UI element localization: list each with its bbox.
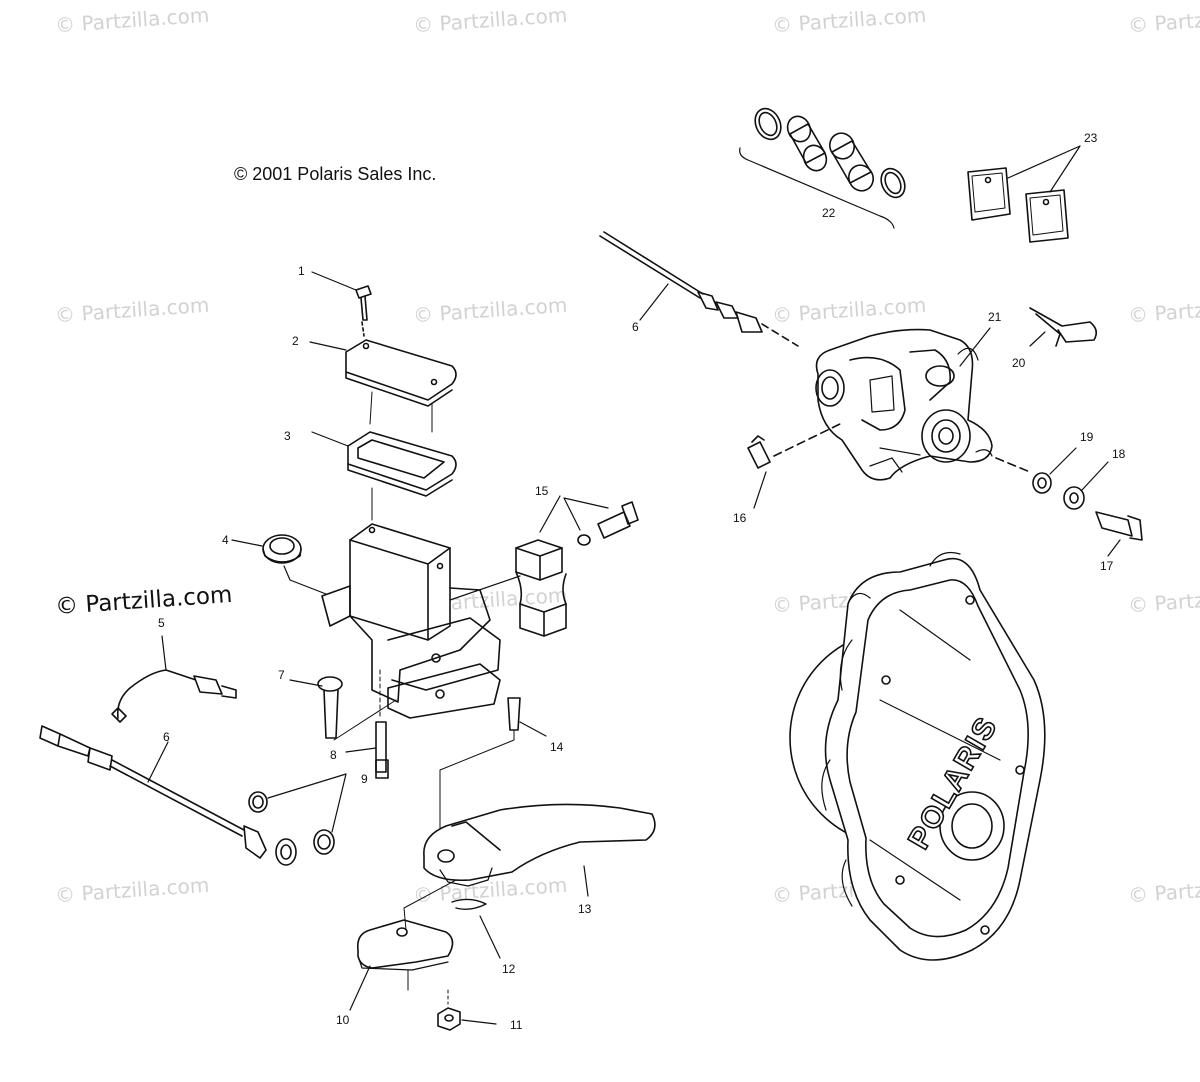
callout-18: 18	[1112, 447, 1126, 461]
copyright-text: © 2001 Polaris Sales Inc.	[234, 164, 437, 184]
callout-10: 10	[336, 1013, 350, 1027]
piston-seal-kit	[739, 107, 906, 229]
parking-lever-arm	[349, 879, 457, 1011]
lever-screw	[345, 669, 389, 779]
chaincase-cover	[789, 551, 1046, 961]
callout-15: 15	[535, 484, 549, 498]
callout-21: 21	[988, 310, 1002, 324]
brake-light-switch	[111, 635, 237, 723]
pivot-bolt	[289, 676, 397, 741]
callout-5: 5	[158, 616, 165, 630]
brake-caliper	[815, 327, 993, 481]
lock-nut	[437, 989, 497, 1031]
mounting-bracket	[515, 495, 639, 637]
callout-2: 2	[292, 334, 299, 348]
callout-20: 20	[1012, 356, 1026, 370]
brake-pads	[967, 145, 1081, 243]
master-cylinder	[321, 523, 521, 719]
callout-14: 14	[550, 740, 564, 754]
callout-17: 17	[1100, 559, 1114, 573]
washers-and-bolt	[995, 447, 1143, 557]
brake-line-upper	[599, 231, 799, 347]
callout-22: 22	[822, 206, 836, 220]
callout-8: 8	[330, 748, 337, 762]
callout-13: 13	[578, 902, 592, 916]
callout-16: 16	[733, 511, 747, 525]
callout-9: 9	[361, 772, 368, 786]
callout-23: 23	[1084, 131, 1098, 145]
callout-12: 12	[502, 962, 516, 976]
reservoir-cover-screw	[311, 271, 372, 337]
crush-washers	[248, 773, 347, 855]
brake-line-lower	[39, 725, 297, 866]
bleeder-screw	[747, 423, 841, 509]
callout-1: 1	[298, 264, 305, 278]
reservoir-gasket	[311, 431, 457, 521]
lever-pin	[439, 697, 547, 851]
callout-3: 3	[284, 429, 291, 443]
callout-11: 11	[510, 1018, 523, 1032]
callout-6-upper: 6	[632, 320, 639, 334]
return-spring	[451, 898, 501, 959]
retaining-clip	[1029, 307, 1098, 347]
callout-4: 4	[222, 533, 229, 547]
dust-boot	[231, 534, 327, 595]
callout-7: 7	[278, 668, 285, 682]
brake-lever	[423, 803, 656, 897]
callout-19: 19	[1080, 430, 1094, 444]
reservoir-cover	[309, 339, 457, 433]
callout-6-lower: 6	[163, 730, 170, 744]
